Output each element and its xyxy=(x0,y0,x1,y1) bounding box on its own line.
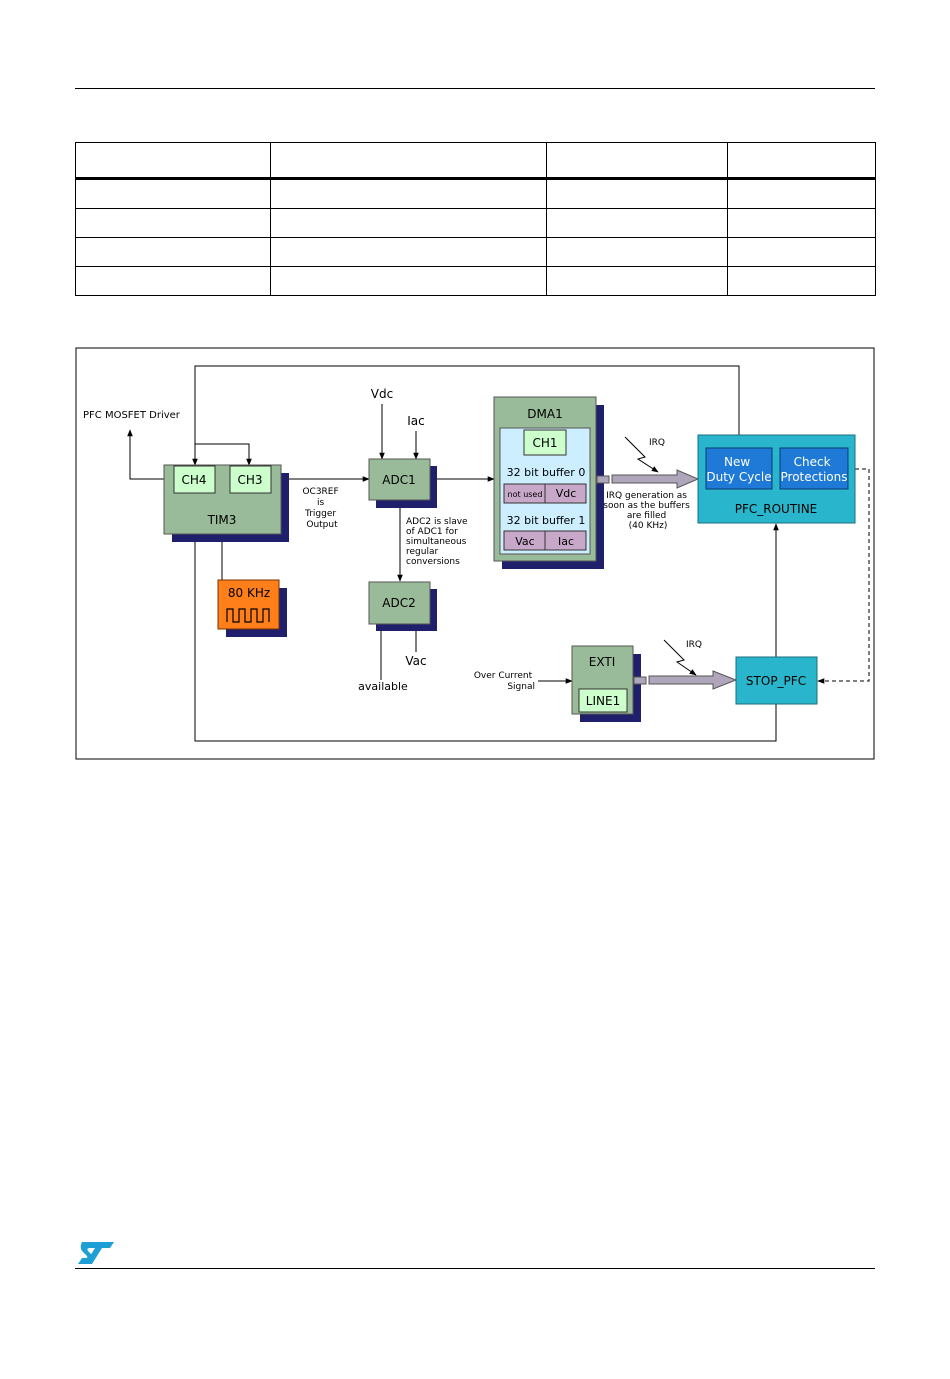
stop-pfc-label: STOP_PFC xyxy=(746,674,806,688)
clock-label: 80 KHz xyxy=(228,586,270,600)
exti-label: EXTI xyxy=(589,655,615,669)
new-duty-cycle-block xyxy=(705,447,773,490)
irq-label-bottom: IRQ xyxy=(686,640,702,650)
header-rule xyxy=(75,88,875,89)
over-current-label: Over Current Signal xyxy=(474,671,535,692)
buffer1-cell xyxy=(544,530,587,551)
adc1-vdc-label: Vdc xyxy=(371,387,393,401)
buffer0-cell-label: Vdc xyxy=(556,487,577,500)
table-row xyxy=(75,266,876,296)
table-row xyxy=(75,237,876,267)
adc1-block xyxy=(368,458,431,501)
table-header-row xyxy=(75,142,876,180)
dma1-ch1-label: CH1 xyxy=(532,436,557,450)
exti-line1 xyxy=(578,688,628,713)
exti-port xyxy=(633,676,647,685)
st-logo-icon xyxy=(78,1242,114,1264)
tim3-ch4-label: CH4 xyxy=(181,473,206,487)
pfc-routine-label: PFC_ROUTINE xyxy=(735,502,818,516)
check-protections-block xyxy=(779,447,849,490)
buffer0-cell-label: not used xyxy=(508,490,543,499)
irq-arrow-bottom xyxy=(648,670,738,690)
oc3ref-note: OC3REF is Trigger Output xyxy=(302,487,341,530)
tim3-ch3-label: CH3 xyxy=(237,473,262,487)
buffer1-label: 32 bit buffer 1 xyxy=(507,514,586,527)
square-wave-icon xyxy=(226,608,270,623)
buffer1-cell-label: Vac xyxy=(515,535,534,548)
irq-arrow-top xyxy=(611,469,700,489)
adc2-block xyxy=(368,581,431,625)
adc2-vac-label: Vac xyxy=(405,654,426,668)
check-protections-label: Check Protections xyxy=(781,455,848,484)
buffer0-cell xyxy=(544,483,587,504)
lightning-icon xyxy=(663,639,697,676)
tim3-ch3 xyxy=(229,465,272,494)
dma1-ch1 xyxy=(523,429,567,456)
lightning-icon xyxy=(624,436,659,473)
exti-line1-label: LINE1 xyxy=(586,694,620,708)
new-duty-cycle-label: New Duty Cycle xyxy=(706,455,771,484)
adc1-label: ADC1 xyxy=(382,473,415,487)
tim3-label: TIM3 xyxy=(207,513,237,527)
tim3-ch4 xyxy=(173,465,216,494)
pfc-mosfet-driver-label: PFC MOSFET Driver xyxy=(83,410,181,421)
stop-pfc-block xyxy=(735,656,818,705)
adc2-available-label: available xyxy=(358,680,408,693)
dma-port xyxy=(596,475,610,484)
adc2-label: ADC2 xyxy=(382,596,415,610)
adc1-iac-label: Iac xyxy=(407,414,425,428)
table xyxy=(75,142,876,296)
buffer0-label: 32 bit buffer 0 xyxy=(507,466,586,479)
adc2-note: ADC2 is slave of ADC1 for simultaneous r… xyxy=(406,517,470,567)
buffer1-cell-label: Iac xyxy=(558,535,574,548)
irq-note: IRQ generation as soon as the buffers ar… xyxy=(603,491,692,531)
diagram-frame xyxy=(75,347,875,760)
dma1-label: DMA1 xyxy=(527,407,562,421)
irq-label-top: IRQ xyxy=(649,438,665,448)
table-row xyxy=(75,208,876,238)
footer-rule xyxy=(75,1268,875,1269)
